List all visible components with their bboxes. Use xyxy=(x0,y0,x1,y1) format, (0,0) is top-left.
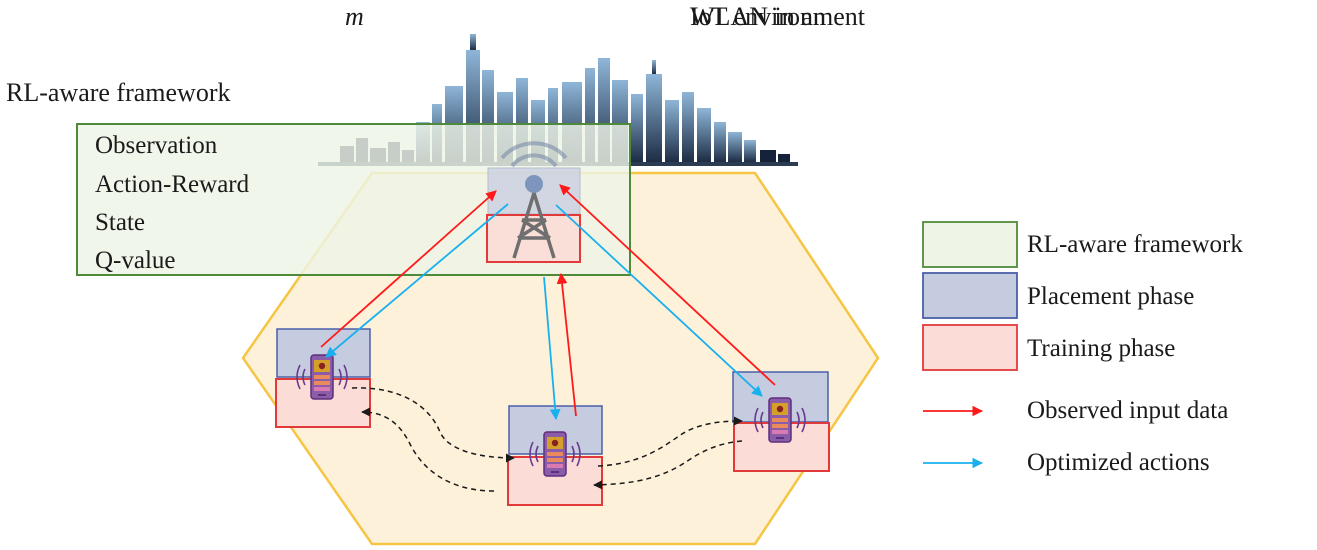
framework-heading: RL-aware framework xyxy=(6,78,231,107)
title-suffix: IoT environment xyxy=(690,2,865,31)
exchange-right-to-center xyxy=(593,440,743,490)
legend-swatch-placement xyxy=(922,272,1018,319)
observed-arrow-left xyxy=(320,190,497,348)
legend-label-placement: Placement phase xyxy=(1027,283,1195,310)
observed-arrow-right xyxy=(559,184,776,386)
observed-arrow-center xyxy=(556,272,577,417)
action-arrow-center xyxy=(543,276,561,421)
framework-step-q-value: Q-value xyxy=(95,247,176,274)
legend-swatch-training xyxy=(922,324,1018,371)
exchange-center-to-left xyxy=(361,407,495,492)
wifi-tower-icon xyxy=(486,141,581,263)
action-arrow-right xyxy=(555,204,763,397)
legend-label-observed: Observed input data xyxy=(1027,397,1229,424)
legend-label-optimized: Optimized actions xyxy=(1027,449,1210,476)
framework-step-state: State xyxy=(95,209,145,236)
exchange-center-to-right xyxy=(597,416,743,467)
legend-swatch-framework xyxy=(922,221,1018,268)
action-arrow-left xyxy=(325,203,509,358)
legend-label-training: Training phase xyxy=(1027,335,1176,362)
framework-step-action-reward: Action-Reward xyxy=(95,171,250,198)
legend-label-framework: RL-aware framework xyxy=(1027,231,1243,258)
left-device xyxy=(275,328,371,428)
title-emphasis: m xyxy=(345,2,364,31)
legend xyxy=(922,221,1018,469)
exchange-left-to-center xyxy=(351,387,515,463)
framework-step-observation: Observation xyxy=(95,132,218,159)
right-device xyxy=(732,371,830,472)
title-prefix: WLAN in an xyxy=(690,2,826,31)
